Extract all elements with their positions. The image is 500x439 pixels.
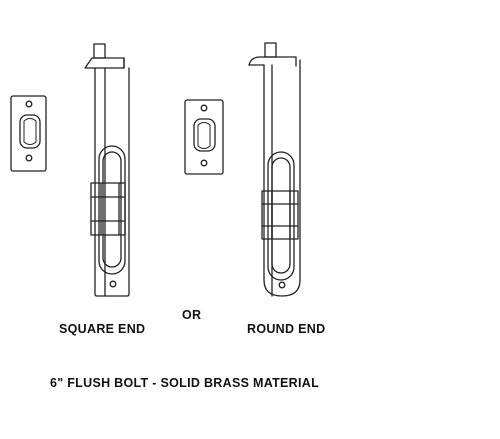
or-label: OR [182,308,202,322]
round-end-label: ROUND END [247,322,326,336]
product-caption: 6" FLUSH BOLT - SOLID BRASS MATERIAL [50,376,320,390]
strike-plate-icon [10,95,47,172]
square-end-flush-bolt-icon [84,43,130,297]
strike-plate-icon [184,99,224,175]
round-end-flush-bolt-icon [248,42,301,297]
square-end-label: SQUARE END [59,322,146,336]
